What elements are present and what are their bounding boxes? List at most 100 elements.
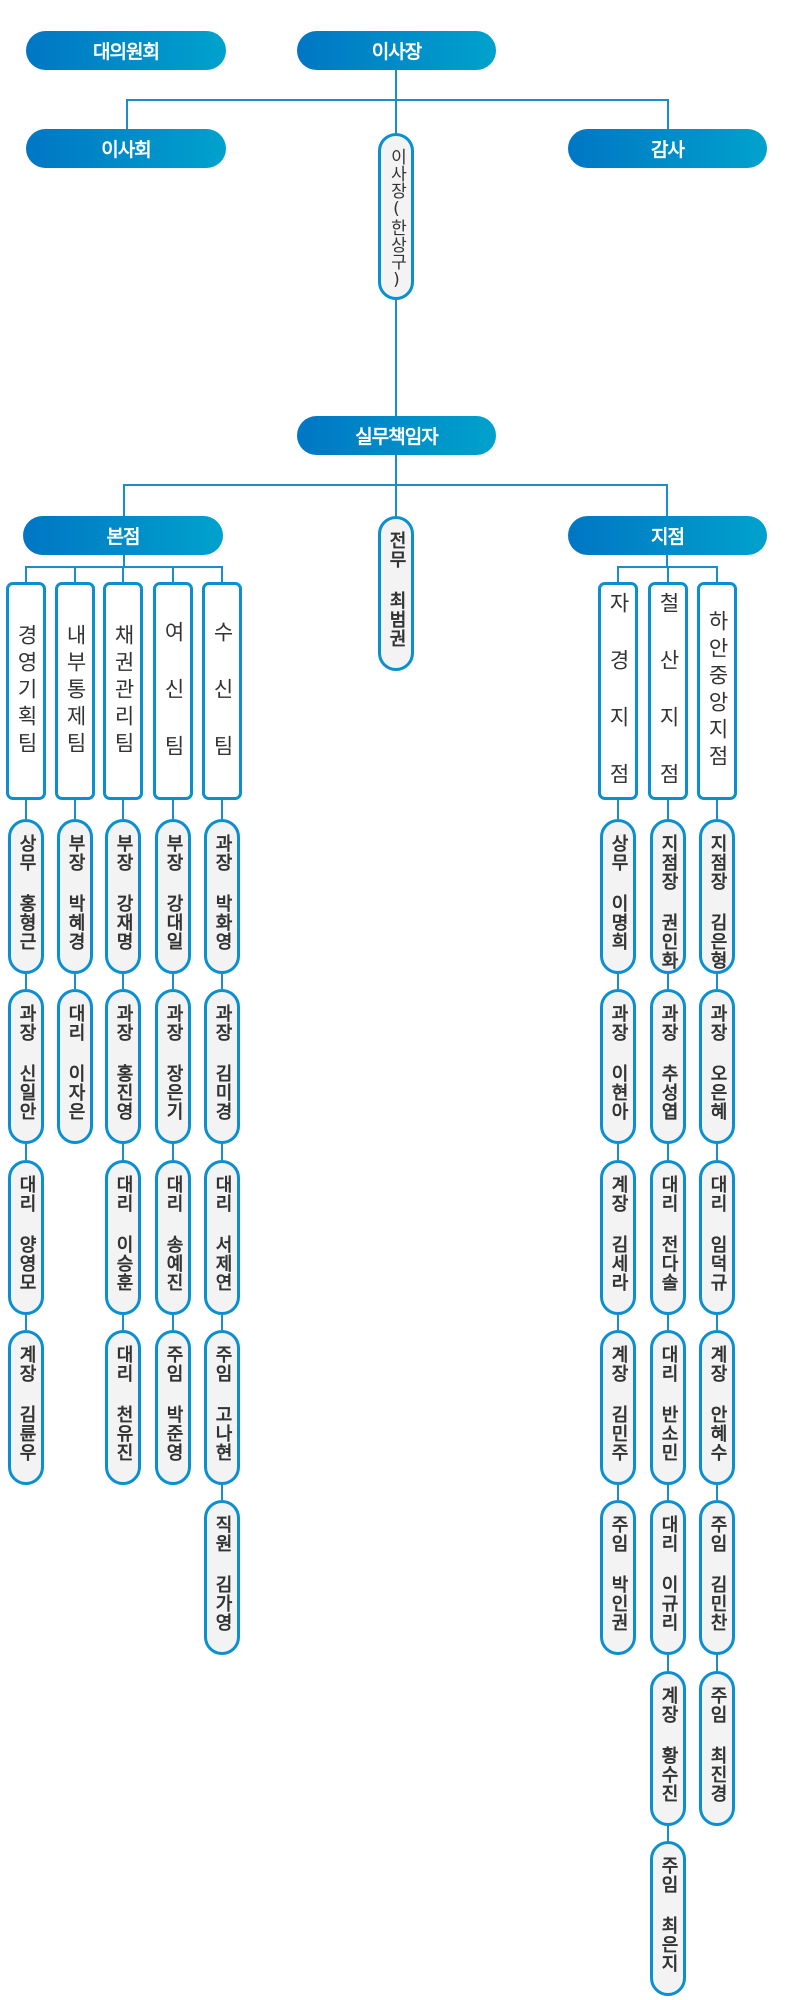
connector-line [122,800,124,819]
team-name: 여 신 팀 [161,620,186,762]
member-label: 과장 박화영 [212,834,233,951]
delegates-box: 대의원회 [26,31,226,70]
member-pill: 계장 김민주 [600,1330,636,1485]
member-label: 직원 김가영 [212,1515,233,1632]
connector-line [716,1655,718,1671]
member-label: 상무 이명희 [608,834,629,951]
member-label: 대리 서제연 [212,1175,233,1292]
connector-line [716,1485,718,1500]
member-label: 주임 박준영 [163,1345,184,1462]
member-pill: 대리 이규리 [650,1500,686,1655]
connector-line [25,800,27,819]
member-pill: 과장 신일안 [8,989,44,1144]
member-pill: 계장 김세라 [600,1160,636,1315]
chairman-person-pill: 이사장(한상구) [378,133,414,300]
member-pill: 대리 서제연 [204,1160,240,1315]
branches-box: 지점 [568,516,767,555]
member-pill: 과장 박화영 [204,819,240,974]
member-pill: 부장 강대일 [155,819,191,974]
connector-line [126,99,128,129]
member-label: 대리 양영모 [16,1175,37,1292]
connector-line [667,1315,669,1330]
connector-line [716,1144,718,1160]
team-name: 채권관리팀 [111,623,136,759]
member-label: 대리 반소민 [658,1345,679,1462]
member-label: 계장 김민주 [608,1345,629,1462]
member-pill: 과장 이현아 [600,989,636,1144]
connector-line [25,1315,27,1330]
member-label: 계장 안혜수 [707,1345,728,1462]
member-label: 대리 임덕규 [707,1175,728,1292]
member-label: 과장 추성엽 [658,1004,679,1121]
connector-line [617,1315,619,1330]
connector-line [74,566,76,582]
connector-line [74,800,76,819]
member-pill: 상무 이명희 [600,819,636,974]
member-pill: 대리 이자은 [57,989,93,1144]
member-pill: 지점장 김은형 [699,819,735,974]
member-label: 과장 이현아 [608,1004,629,1121]
executive-box: 실무책임자 [297,416,496,455]
team-name: 경영기획팀 [14,623,39,759]
connector-line [716,800,718,819]
connector-line [74,974,76,989]
connector-line [221,800,223,819]
member-pill: 대리 송예진 [155,1160,191,1315]
member-label: 과장 오은혜 [707,1004,728,1121]
head-office-box: 본점 [23,516,223,555]
member-label: 과장 김미경 [212,1004,233,1121]
member-pill: 대리 천유진 [105,1330,141,1485]
team-box: 철 산 지 점 [648,582,688,800]
connector-line [617,974,619,989]
member-pill: 대리 양영모 [8,1160,44,1315]
member-pill: 과장 오은혜 [699,989,735,1144]
board-box: 이사회 [26,129,226,168]
director-label: 전무 최범권 [386,531,407,648]
member-pill: 계장 황수진 [650,1671,686,1826]
member-pill: 대리 이승훈 [105,1160,141,1315]
member-pill: 주임 최은지 [650,1841,686,1996]
member-pill: 주임 박인권 [600,1500,636,1655]
connector-line [172,566,174,582]
director-pill: 전무 최범권 [378,516,414,671]
team-box: 내부통제팀 [55,582,95,800]
member-label: 주임 고나현 [212,1345,233,1462]
chairman-person-label: 이사장(한상구) [386,148,407,290]
connector-line [123,484,125,516]
connector-line [716,1315,718,1330]
connector-line [126,99,669,101]
member-pill: 주임 최진경 [699,1671,735,1826]
connector-line [123,484,668,486]
member-pill: 부장 강재명 [105,819,141,974]
connector-line [172,800,174,819]
connector-line [25,566,27,582]
connector-line [667,1655,669,1671]
member-pill: 과장 장은기 [155,989,191,1144]
member-pill: 대리 전다솔 [650,1160,686,1315]
member-pill: 부장 박혜경 [57,819,93,974]
connector-line [667,1485,669,1500]
connector-line [172,1144,174,1160]
connector-line [122,1315,124,1330]
member-label: 과장 장은기 [163,1004,184,1121]
team-box: 경영기획팀 [6,582,46,800]
member-pill: 과장 홍진영 [105,989,141,1144]
member-pill: 직원 김가영 [204,1500,240,1655]
member-label: 주임 최은지 [658,1856,679,1973]
team-name: 철 산 지 점 [656,592,681,790]
member-label: 대리 이자은 [65,1004,86,1121]
connector-line [617,800,619,819]
connector-line [667,566,669,582]
connector-line [221,974,223,989]
member-label: 주임 최진경 [707,1686,728,1803]
connector-line [617,566,619,582]
connector-line [667,800,669,819]
team-box: 자 경 지 점 [598,582,638,800]
connector-line [667,1826,669,1841]
member-pill: 주임 김민찬 [699,1500,735,1655]
connector-line [666,555,668,567]
connector-line [122,1144,124,1160]
chairman-box: 이사장 [297,31,496,70]
connector-line [617,1144,619,1160]
connector-line [122,566,124,582]
